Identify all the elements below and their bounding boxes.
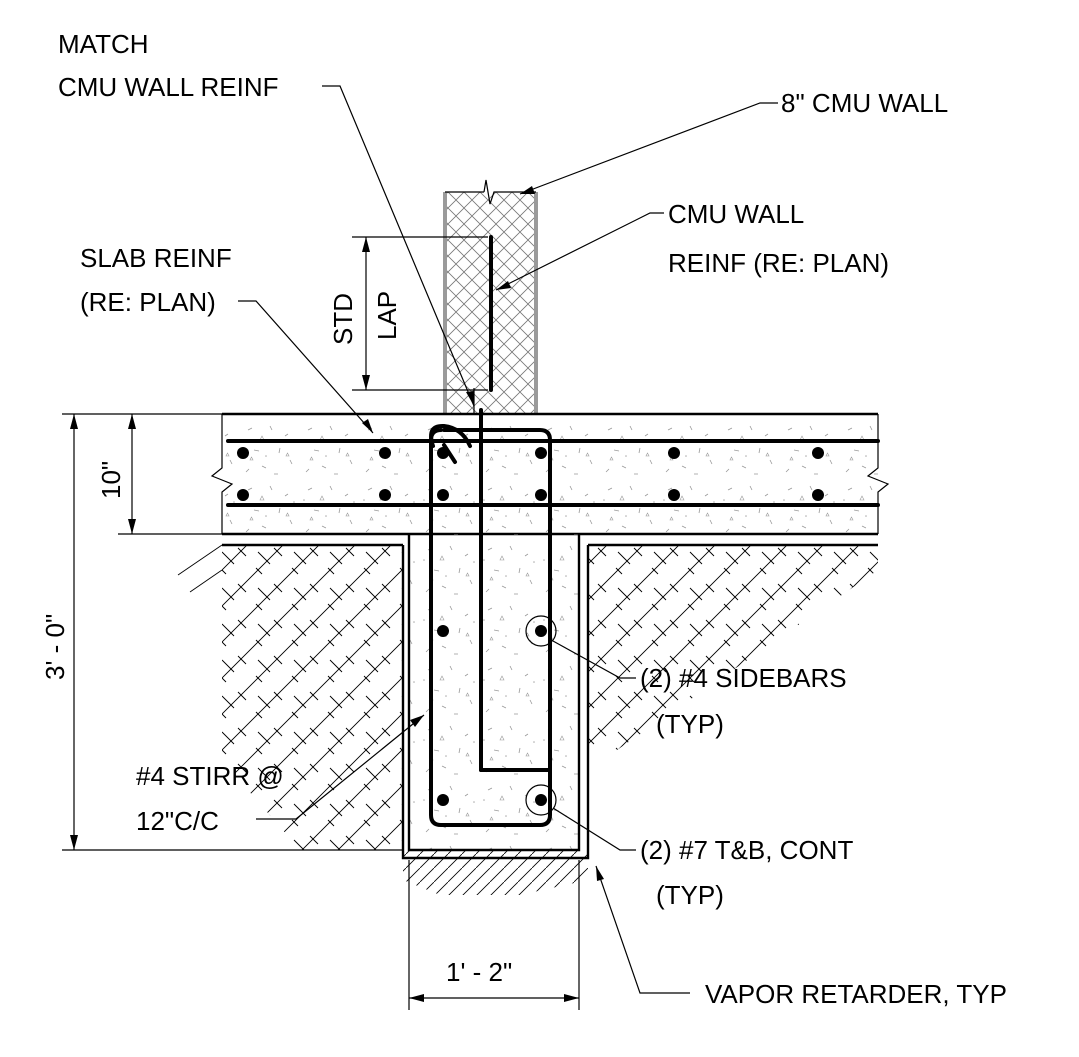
rebar-dot [437,794,449,806]
leaders [238,85,778,994]
rebar-dot [379,489,391,501]
reinforcing [226,235,880,827]
rebar-dot [812,447,824,459]
rebar-dot [437,489,449,501]
label-vapor: VAPOR RETARDER, TYP [705,979,1007,1009]
hook [429,423,472,448]
label-tb-line2: (TYP) [656,880,724,910]
label-stirr-line1: #4 STIRR @ [136,761,284,791]
rebar-dot [535,625,547,637]
label-slab-reinf-line1: SLAB REINF [80,243,232,273]
dimensions [62,236,580,1010]
label-cmu-reinf-line2: REINF (RE: PLAN) [668,248,889,278]
label-cmu-wall: 8" CMU WALL [781,88,948,118]
label-dim-width: 1' - 2" [446,957,512,987]
label-match-line1: MATCH [58,29,149,59]
rebar-dot [535,794,547,806]
rebar-dots [237,447,824,816]
label-cmu-reinf-line1: CMU WALL [668,199,804,229]
label-std: STD [328,293,358,345]
rebar-dot [535,447,547,459]
subgrade-hatch [403,850,588,895]
soil-hatch [177,544,878,850]
label-slab-reinf-line2: (RE: PLAN) [80,287,216,317]
label-match-line2: CMU WALL REINF [58,72,279,102]
label-sidebars-line1: (2) #4 SIDEBARS [640,663,847,693]
label-lap: LAP [372,291,402,340]
label-dim-total: 3' - 0" [40,614,70,680]
rebar-dot [237,447,249,459]
rebar-dot [812,489,824,501]
label-stirr-line2: 12"C/C [136,806,219,836]
rebar-dot [237,489,249,501]
rebar-dot [437,447,449,459]
labels: MATCH CMU WALL REINF 8" CMU WALL CMU WAL… [40,29,1007,1009]
label-tb-line1: (2) #7 T&B, CONT [640,835,853,865]
rebar-dot [379,447,391,459]
label-sidebars-line2: (TYP) [656,709,724,739]
rebar-dot [668,447,680,459]
rebar-dot [535,489,547,501]
rebar-dot [668,489,680,501]
label-dim-slab: 10" [96,461,126,499]
rebar-dot [437,625,449,637]
